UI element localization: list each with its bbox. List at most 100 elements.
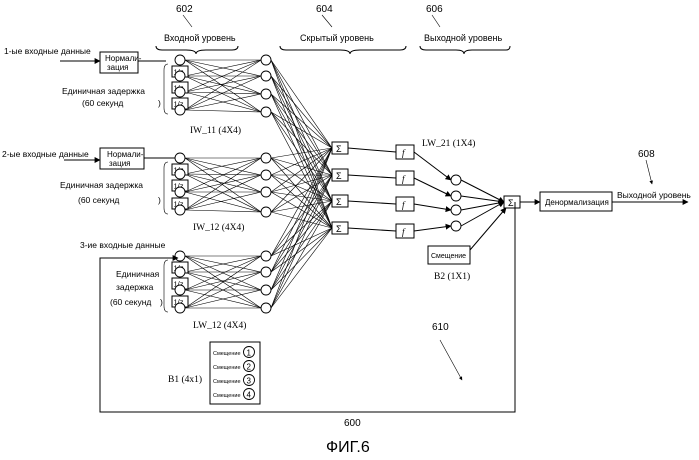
connection-line	[271, 175, 332, 256]
delay-1-close: )	[158, 98, 161, 108]
sum-to-transfer-line	[348, 228, 396, 231]
bias-b1-label: B1 (4x1)	[168, 374, 202, 385]
delay-3-close: )	[160, 297, 163, 307]
connection-line	[271, 201, 332, 308]
connection-line	[271, 228, 332, 290]
weight-label-lw21: LW_21 (1X4)	[422, 138, 475, 149]
output-input-node	[451, 175, 461, 185]
hidden-node	[261, 267, 271, 277]
norm-1-line1: Нормали-	[105, 54, 142, 63]
sum-symbol: Σ	[336, 224, 342, 234]
input-layer-label: Входной уровень	[164, 33, 236, 43]
hidden-node	[261, 207, 271, 217]
input-node	[175, 251, 185, 261]
norm-2-line1: Нормали-	[107, 150, 144, 159]
bias-item-text: Смещение	[213, 365, 241, 371]
input-block-3: 3-ие входные данные Единичная задержка (…	[80, 240, 246, 331]
bias-item-number: 1	[247, 349, 252, 358]
input-layer-header: 602 Входной уровень	[156, 4, 238, 54]
bias-item-text: Смещение	[213, 351, 241, 357]
hidden-layer-label: Скрытый уровень	[300, 33, 374, 43]
figure-caption: ФИГ.6	[326, 439, 370, 456]
transfer-to-output-line	[414, 178, 451, 196]
input-2-label: 2-ые входные данные	[2, 149, 89, 159]
weight-label-lw12: LW_12 (4X4)	[193, 320, 246, 331]
hidden-node	[261, 55, 271, 65]
hidden-node	[261, 71, 271, 81]
connection-lines	[185, 60, 540, 308]
delay-bracket	[164, 162, 168, 214]
input-node	[175, 71, 185, 81]
input-node	[175, 205, 185, 215]
bias-item-text: Смещение	[213, 393, 241, 399]
output-sum-symbol: Σ	[508, 198, 514, 208]
input-layer-ref: 602	[176, 4, 193, 15]
connection-line	[271, 94, 332, 148]
bias-b2-line	[470, 208, 506, 250]
connection-line	[185, 175, 261, 210]
output-layer-ref: 606	[426, 4, 443, 15]
hidden-node	[261, 170, 271, 180]
connection-line	[185, 210, 261, 212]
hidden-bias-block: Смещение1Смещение2Смещение3Смещение4 B1 …	[168, 342, 260, 404]
hidden-node	[261, 107, 271, 117]
transfer-box	[396, 224, 414, 238]
input-block-2: 2-ые входные данные Нормали- зация Едини…	[2, 148, 244, 233]
input-block-1: 1-ые входные данные Нормали- зация Едини…	[4, 46, 241, 136]
bias-item-number: 4	[247, 391, 252, 400]
connection-line	[185, 110, 261, 112]
bias-item-text: Смещение	[213, 379, 241, 385]
transfer-box	[396, 145, 414, 159]
connection-line	[271, 201, 332, 272]
transfer-box	[396, 197, 414, 211]
delay-2-line1: Единичная задержка	[60, 180, 143, 190]
connection-line	[271, 76, 332, 201]
input-node	[175, 153, 185, 163]
delay-3-line3: (60 секунд	[110, 297, 151, 307]
delay-3-line1: Единичная	[116, 269, 160, 279]
bias-b2-label: B2 (1X1)	[434, 271, 470, 282]
sum-symbol: Σ	[336, 144, 342, 154]
input-node	[175, 105, 185, 115]
norm-1-line2: зация	[107, 63, 129, 72]
input-node	[175, 87, 185, 97]
input-node	[175, 169, 185, 179]
hidden-layer-ref: 604	[316, 4, 333, 15]
output-input-node	[451, 221, 461, 231]
output-input-node	[451, 191, 461, 201]
transfer-to-output-line	[414, 204, 451, 210]
output-label: Выходной уровень	[617, 190, 691, 200]
denormalization-label: Денормализация	[545, 198, 609, 207]
hidden-node	[261, 251, 271, 261]
input-node	[175, 267, 185, 277]
figure-ref: 600	[344, 418, 361, 429]
hidden-layer-header: 604 Скрытый уровень	[280, 4, 406, 54]
delay-bracket	[164, 64, 168, 114]
delay-bracket	[164, 260, 168, 312]
hidden-node	[261, 303, 271, 313]
hidden-node	[261, 153, 271, 163]
connection-line	[271, 76, 332, 148]
input-node	[175, 285, 185, 295]
connection-line	[185, 174, 261, 212]
input-node	[175, 187, 185, 197]
delay-1-line2: (60 секунд	[82, 98, 123, 108]
sum-to-transfer-line	[348, 148, 396, 152]
connection-line	[185, 94, 261, 110]
sum-symbol: Σ	[336, 171, 342, 181]
hidden-node	[261, 187, 271, 197]
hidden-node	[261, 89, 271, 99]
feedback-ref: 610	[432, 322, 449, 333]
bias-b2-box-label: Смещение	[431, 253, 466, 260]
input-node	[175, 303, 185, 313]
input-1-label: 1-ые входные данные	[4, 46, 91, 56]
delay-2-line2: (60 секунд	[78, 195, 119, 205]
sum-symbol: Σ	[336, 197, 342, 207]
sum-to-transfer-line	[348, 175, 396, 178]
input-node	[175, 55, 185, 65]
output-ref: 608	[638, 149, 655, 160]
output-layer-label: Выходной уровень	[424, 33, 502, 43]
connection-line	[271, 175, 332, 308]
bias-item-number: 3	[247, 377, 252, 386]
weight-label-iw11: IW_11 (4X4)	[190, 125, 241, 136]
